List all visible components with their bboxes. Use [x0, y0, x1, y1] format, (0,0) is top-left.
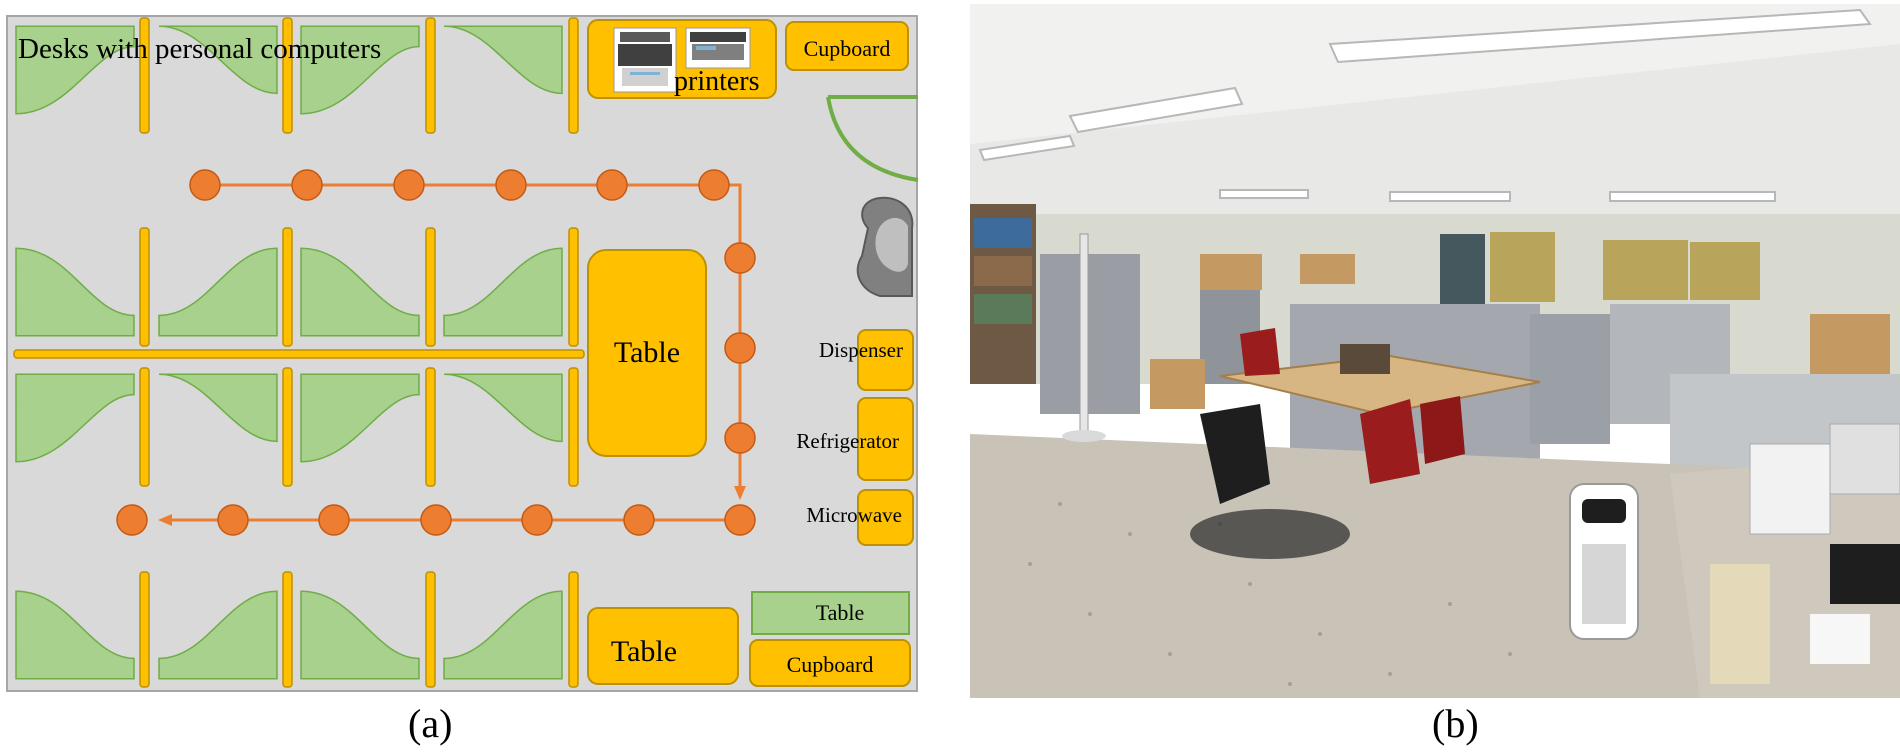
floor-plan-diagram: Desks with personal computers printers C… — [6, 15, 919, 692]
printers-area: printers — [587, 19, 777, 99]
dispenser-label: Dispenser — [819, 338, 903, 362]
cupboard-top-label: Cupboard — [804, 36, 891, 61]
meeting-table — [1219, 354, 1541, 416]
waypoint — [623, 504, 655, 536]
waypoint — [189, 169, 221, 201]
refrigerator-label: Refrigerator — [796, 429, 899, 453]
table-center-label: Table — [614, 336, 680, 369]
air-purifier — [1569, 483, 1639, 640]
panel-b-caption: (b) — [1432, 701, 1479, 746]
cupboard-top — [785, 21, 909, 71]
door — [826, 95, 919, 182]
table-bottom — [587, 607, 739, 685]
ceiling-lights — [978, 8, 1872, 235]
waypoint — [596, 169, 628, 201]
dispenser — [857, 329, 914, 391]
waypoint — [724, 242, 756, 274]
printer-icon — [685, 27, 751, 69]
office-photo — [970, 4, 1900, 698]
panel-a-caption: (a) — [408, 701, 453, 746]
table-center — [587, 249, 707, 457]
desk-partitions — [13, 17, 585, 688]
cupboard-bottom-label: Cupboard — [787, 652, 874, 677]
printer-icon — [613, 27, 677, 93]
cupboard-bottom — [749, 639, 911, 687]
waypoint — [217, 504, 249, 536]
waypoint — [698, 169, 730, 201]
table-bottom-label: Table — [611, 635, 677, 668]
waypoint — [724, 504, 756, 536]
waypoint — [291, 169, 323, 201]
waypoint — [393, 169, 425, 201]
printers-label: printers — [674, 66, 760, 97]
waypoint — [724, 332, 756, 364]
microwave-label: Microwave — [806, 503, 902, 527]
floor-speckles — [1028, 502, 1512, 686]
waypoint — [724, 422, 756, 454]
office-chairs — [1190, 328, 1465, 559]
table-small — [751, 591, 910, 635]
person-icon — [856, 196, 914, 297]
waypoint — [521, 504, 553, 536]
microwave — [857, 489, 914, 546]
desks-label: Desks with personal computers — [18, 33, 381, 65]
refrigerator — [857, 397, 914, 481]
waypoint — [495, 169, 527, 201]
waypoint — [116, 504, 148, 536]
path-waypoints — [116, 169, 756, 536]
waypoint — [420, 504, 452, 536]
table-small-label: Table — [816, 600, 865, 625]
waypoint — [318, 504, 350, 536]
